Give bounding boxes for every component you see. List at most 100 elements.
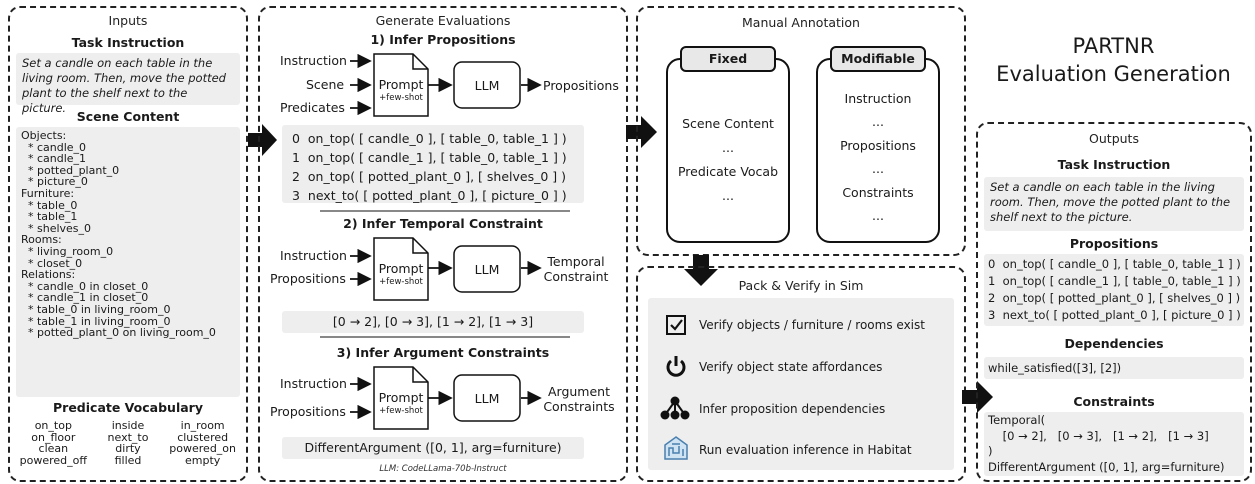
pack-verify-panel: Pack & Verify in Sim — [636, 266, 966, 482]
scene-content-line: Objects: — [21, 129, 67, 142]
step3-output-line1: Argument — [547, 384, 611, 399]
predicate-item: in_room — [180, 419, 225, 432]
predicate-item: on_floor — [31, 430, 76, 444]
step1-prompt-label: Prompt — [378, 77, 424, 92]
manual-annotation-panel: Manual Annotation — [636, 6, 966, 256]
generated-temporal-text: [0 → 2], [0 → 3], [1 → 2], [1 → 3] — [332, 314, 534, 329]
scene-content-line: * table_1 in living_room_0 — [21, 314, 171, 328]
predicate-item: clustered — [177, 430, 229, 444]
scene-content-line: * closet_0 — [21, 256, 83, 270]
generated-proposition-line: 3 next_to( [ potted_plant_0 ], [ picture… — [292, 188, 567, 203]
predicate-item: next_to — [107, 430, 149, 444]
scene-content-line: * candle_0 — [21, 140, 87, 154]
outputs-task-text: Set a candle on each table in the living… — [984, 177, 1244, 231]
step3-input-arrows — [350, 376, 542, 420]
pack-item-infer-dependencies: Infer proposition dependencies — [699, 402, 886, 416]
step3-llm-label: LLM — [474, 391, 500, 406]
task-instruction-text: Set a candle on each table in the living… — [16, 53, 240, 115]
predicate-item: on_top — [34, 419, 72, 432]
checkbox-icon — [666, 315, 686, 335]
habitat-icon — [664, 436, 688, 460]
scene-content-line: * living_room_0 — [21, 244, 114, 258]
outputs-task-header: Task Instruction — [1057, 157, 1171, 172]
outputs-propositions-box: 0 on_top( [ candle_0 ], [ table_0, table… — [984, 254, 1244, 326]
page-title-line2: Evaluation Generation — [996, 62, 1231, 86]
modifiable-item-constraints: Constraints — [842, 185, 914, 200]
output-proposition-line: 1 on_top( [ candle_1 ], [ table_0, table… — [988, 274, 1241, 288]
step2-prompt-label: Prompt — [378, 261, 424, 276]
scene-content-line: * potted_plant_0 — [21, 163, 120, 177]
step1-input-predicates: Predicates — [280, 100, 345, 115]
output-proposition-line: 2 on_top( [ potted_plant_0 ], [ shelves_… — [988, 291, 1241, 305]
pack-item-verify-state: Verify object state affordances — [699, 360, 883, 374]
pack-verify-list — [648, 298, 954, 470]
outputs-propositions-header: Propositions — [1069, 236, 1159, 251]
step1-llm-box — [453, 61, 521, 109]
scene-content-line: * table_1 — [21, 210, 78, 224]
step1-input-scene: Scene — [306, 77, 345, 92]
outputs-dependencies-text: while_satisfied([3], [2]) — [988, 361, 1122, 375]
step1-title: 1) Infer Propositions — [370, 32, 516, 47]
generated-proposition-line: 2 on_top( [ potted_plant_0 ], [ shelves_… — [292, 169, 567, 184]
predicate-item: powered_on — [169, 442, 237, 455]
generate-diagram — [320, 53, 570, 430]
step2-llm-box — [453, 245, 521, 293]
scene-content-line: * candle_0 in closet_0 — [21, 279, 149, 293]
flow-arrow-generate-to-manual — [626, 116, 657, 148]
generated-argument-box: DifferentArgument ([0, 1], arg=furniture… — [282, 437, 584, 459]
outputs-dependencies-header: Dependencies — [1064, 336, 1164, 351]
fixed-header: Fixed — [680, 46, 776, 72]
modifiable-item-ellipsis-1: ... — [872, 114, 884, 129]
scene-content-line: * shelves_0 — [21, 221, 92, 235]
scene-content-line: * picture_0 — [21, 175, 88, 189]
step3-input-instruction: Instruction — [280, 376, 347, 391]
scene-content-line: Furniture: — [21, 186, 75, 200]
output-proposition-line: 3 next_to( [ potted_plant_0 ], [ picture… — [988, 308, 1241, 322]
predicate-item: filled — [114, 453, 142, 467]
step1-fewshot-label: +few-shot — [379, 93, 423, 103]
generated-proposition-line: 1 on_top( [ candle_1 ], [ table_0, table… — [292, 150, 567, 165]
generated-temporal-box: [0 → 2], [0 → 3], [1 → 2], [1 → 3] — [282, 311, 584, 333]
step3-llm-box — [453, 374, 521, 422]
scene-content-line: * candle_1 in closet_0 — [21, 291, 149, 305]
step1-output-propositions: Propositions — [543, 78, 619, 93]
generated-argument-text: DifferentArgument ([0, 1], arg=furniture… — [304, 440, 562, 455]
manual-title: Manual Annotation — [742, 15, 860, 30]
scene-content-line: Relations: — [21, 268, 76, 282]
task-instruction-header: Task Instruction — [71, 35, 185, 50]
llm-footnote: LLM: CodeLLama-70b-Instruct — [379, 464, 507, 474]
outputs-constraints-header: Constraints — [1073, 394, 1155, 409]
modifiable-item-ellipsis-2: ... — [872, 161, 884, 176]
output-constraint-line: Temporal( — [988, 413, 1046, 427]
predicate-item: inside — [111, 419, 145, 432]
modifiable-item-propositions: Propositions — [840, 138, 916, 153]
inputs-panel: Inputs Task Instruction Set a candle on … — [8, 6, 248, 482]
flow-arrow-manual-to-pack — [684, 255, 718, 286]
predicate-item: empty — [185, 453, 221, 467]
predicate-vocabulary-header: Predicate Vocabulary — [53, 400, 203, 415]
modifiable-item-ellipsis-3: ... — [872, 208, 884, 223]
scene-content-line: * potted_plant_0 on living_room_0 — [21, 326, 216, 340]
outputs-dependencies-box: while_satisfied([3], [2]) — [984, 357, 1244, 379]
step1-input-instruction: Instruction — [280, 53, 347, 68]
modifiable-header: Modifiable — [830, 46, 926, 72]
scene-content-list: Objects: * candle_0 * candle_1 * potted_… — [16, 127, 240, 397]
step2-input-arrows — [350, 248, 542, 287]
page-title-line1: PARTNR — [1072, 34, 1155, 58]
step2-output-line1: Temporal — [547, 254, 605, 269]
inputs-title: Inputs — [108, 13, 148, 28]
predicate-item: clean — [38, 442, 69, 455]
generated-propositions-box: 0 on_top( [ candle_0 ], [ table_0, table… — [282, 125, 584, 203]
predicate-item: powered_off — [19, 453, 87, 467]
step3-fewshot-label: +few-shot — [379, 406, 423, 416]
output-constraint-line: DifferentArgument ([0, 1], arg=furniture… — [988, 459, 1225, 474]
generate-title: Generate Evaluations — [375, 13, 511, 28]
outputs-constraints-box: Temporal( [0 → 2], [0 → 3], [1 → 2], [1 … — [984, 412, 1244, 476]
pack-title: Pack & Verify in Sim — [738, 278, 864, 293]
output-constraint-line: ) — [988, 444, 993, 458]
scene-content-line: * candle_1 — [21, 152, 87, 166]
step1-llm-label: LLM — [474, 78, 500, 93]
scene-content-line: Rooms: — [21, 233, 62, 247]
scene-content-header: Scene Content — [76, 109, 180, 124]
pack-item-run-inference: Run evaluation inference in Habitat — [699, 443, 912, 457]
